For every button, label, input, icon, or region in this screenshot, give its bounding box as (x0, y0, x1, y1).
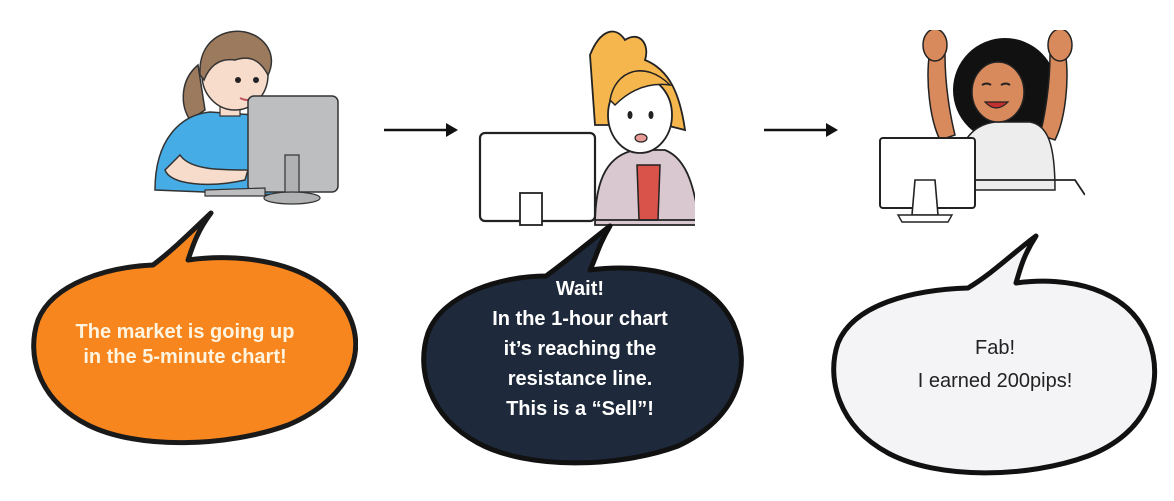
bubble-line: Fab! (974, 337, 1016, 359)
bubble-text-panel-2: Wait! In the 1-hour chart it’s reaching … (430, 274, 730, 424)
bubble-line: The market is going up (75, 321, 295, 343)
bubble-line: This is a “Sell”! (506, 398, 654, 420)
bubble-line: I earned 200pips! (917, 370, 1073, 392)
bubble-line: it’s reaching the (503, 338, 657, 360)
bubble-line: resistance line. (507, 368, 653, 390)
bubble-line: in the 5-minute chart! (83, 346, 287, 368)
woman-at-computer-illustration (154, 30, 339, 205)
arrow-right-icon (764, 123, 838, 137)
speech-bubble-navy (421, 223, 744, 466)
speech-bubble-orange (31, 210, 358, 446)
woman-worried-at-computer-illustration (478, 30, 695, 226)
woman-celebrating-at-computer-illustration (879, 30, 1085, 223)
bubble-line: In the 1-hour chart (492, 308, 668, 330)
bubble-line: Wait! (555, 278, 605, 300)
speech-bubble-white (831, 233, 1158, 476)
bubble-text-panel-3: Fab! I earned 200pips! (840, 332, 1150, 398)
arrow-right-icon (384, 123, 458, 137)
bubble-text-panel-1: The market is going up in the 5-minute c… (40, 320, 330, 370)
